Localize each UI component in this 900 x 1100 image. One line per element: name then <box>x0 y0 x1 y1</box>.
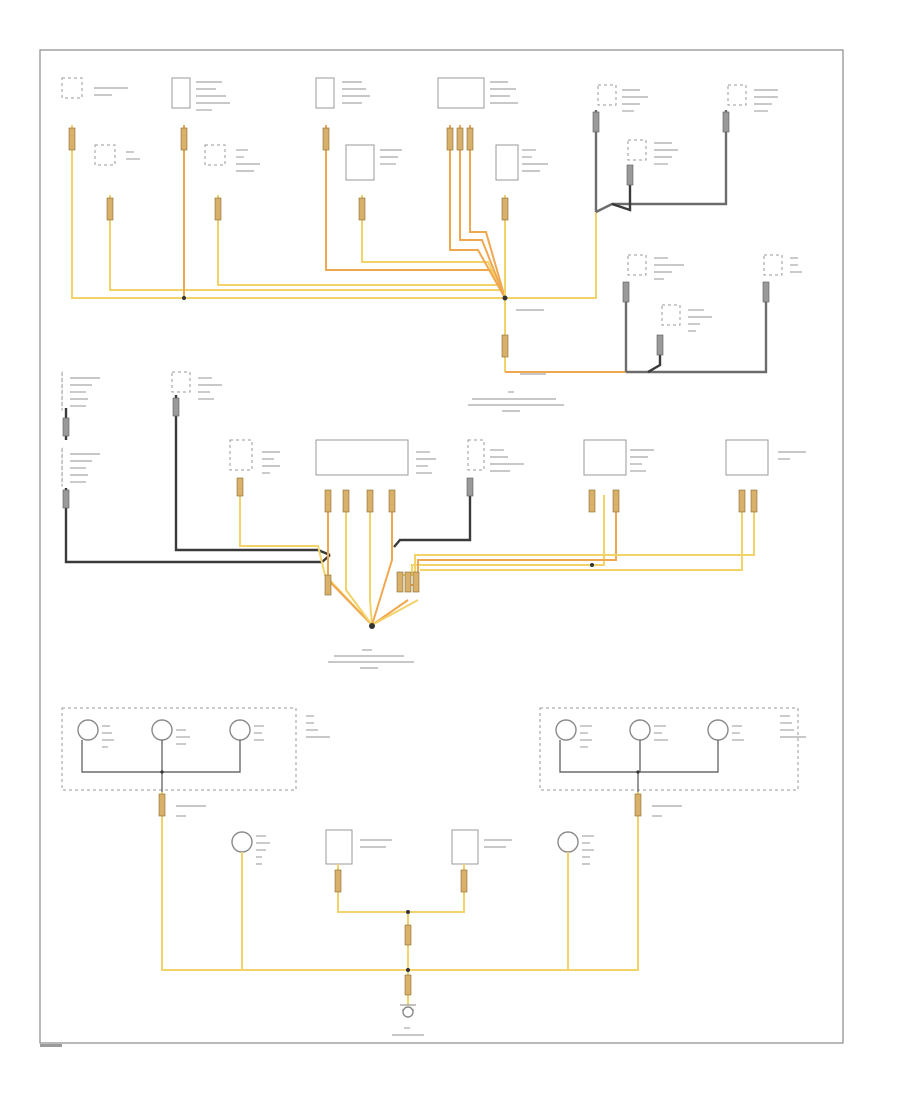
middle-connectors <box>62 397 758 596</box>
component-box <box>661 304 681 326</box>
component-box <box>597 84 617 106</box>
bulb-icon <box>229 719 251 741</box>
splice-point <box>406 910 410 914</box>
top-wire-harness <box>71 110 768 374</box>
top-connectors <box>68 111 770 358</box>
component-box <box>204 144 226 166</box>
label-lines <box>70 377 806 669</box>
bulb-icon <box>707 719 729 741</box>
top-section <box>61 77 802 412</box>
component-box <box>725 439 769 476</box>
component-box <box>627 139 647 161</box>
component-box <box>61 77 83 99</box>
bulb-icon <box>77 719 99 741</box>
splice-point <box>406 968 410 972</box>
lamp-assembly-right <box>539 707 799 791</box>
splice-point <box>502 295 508 301</box>
lamp-assembly-left <box>61 707 297 791</box>
bottom-wire-harness <box>81 740 719 1016</box>
ground-point <box>369 623 375 629</box>
bottom-section <box>61 707 806 1036</box>
component-box <box>583 439 627 476</box>
bulb-icon <box>557 831 579 853</box>
splice-point <box>182 296 186 300</box>
component-box <box>171 77 191 109</box>
component-box <box>229 439 253 471</box>
splice-point <box>636 770 640 774</box>
diagram-frame <box>39 49 844 1044</box>
bottom-connectors <box>158 793 642 996</box>
splice-point <box>160 770 164 774</box>
component-box <box>763 254 783 276</box>
component-box <box>495 144 519 181</box>
component-box <box>325 829 353 865</box>
component-box <box>94 144 116 166</box>
component-box <box>315 77 335 109</box>
component-box <box>727 84 747 106</box>
component-box <box>451 829 479 865</box>
label-lines <box>102 715 806 1036</box>
component-box <box>345 144 375 181</box>
splice-point <box>590 563 594 567</box>
bulb-icon <box>555 719 577 741</box>
middle-section <box>61 371 806 669</box>
component-box <box>315 439 409 476</box>
component-box <box>171 371 191 393</box>
bulb-icon <box>151 719 173 741</box>
component-box <box>627 254 647 276</box>
corner-mark <box>40 1044 62 1047</box>
bulb-icon <box>231 831 253 853</box>
component-box <box>437 77 485 109</box>
component-box <box>467 439 485 471</box>
label-lines <box>94 81 802 412</box>
bulb-icon <box>629 719 651 741</box>
ground-terminal-icon <box>402 1006 414 1018</box>
